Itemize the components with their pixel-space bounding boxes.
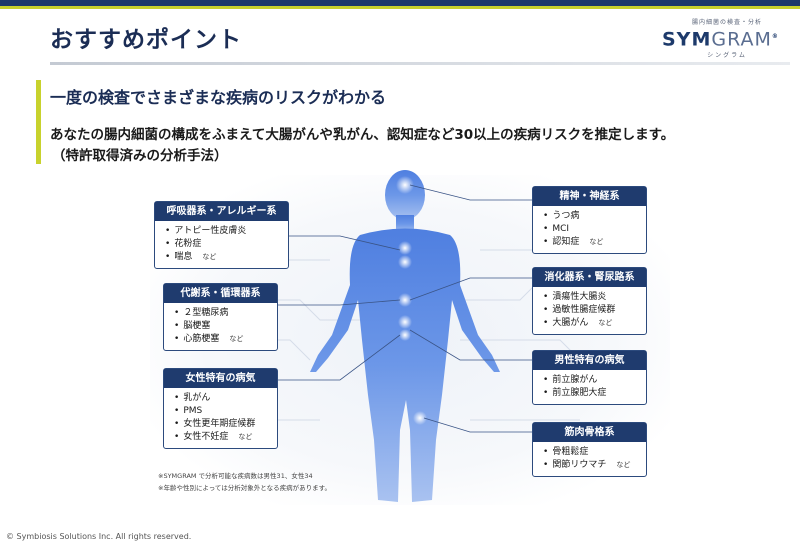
list-item: 女性更年期症候群: [174, 418, 269, 431]
logo-registered: ®: [771, 33, 779, 40]
list-item: MCI: [543, 223, 638, 236]
list-item-text: 女性不妊症: [183, 432, 229, 442]
list-item: 潰瘍性大腸炎: [543, 291, 638, 304]
list-item-text: 大腸がん: [552, 318, 589, 328]
card-metabolic-circulatory: 代謝系・循環器系 ２型糖尿病 脳梗塞 心筋梗塞 など: [163, 283, 278, 351]
list-item: 心筋梗塞 など: [174, 333, 269, 346]
etc-label: など: [589, 238, 604, 246]
list-item-text: 認知症: [552, 237, 580, 247]
section-lead-note: （特許取得済みの分析手法）: [52, 148, 228, 164]
card-male-diseases: 男性特有の病気 前立腺がん 前立腺肥大症: [532, 350, 647, 405]
section-lead: あなたの腸内細菌の構成をふまえて大腸がんや乳がん、認知症など30以上の疾病リスク…: [50, 127, 675, 143]
list-item-text: 喘息: [174, 252, 193, 262]
card-title: 呼吸器系・アレルギー系: [155, 202, 288, 221]
copyright: © Symbiosis Solutions Inc. All rights re…: [6, 532, 192, 541]
etc-label: など: [229, 335, 244, 343]
card-title: 消化器系・腎尿路系: [533, 268, 646, 287]
etc-label: など: [238, 433, 253, 441]
list-item: 前立腺がん: [543, 374, 638, 387]
list-item: 乳がん: [174, 392, 269, 405]
logo-wordmark: SYMGRAM®: [662, 26, 792, 50]
list-item: 喘息 など: [165, 251, 280, 264]
card-musculoskeletal: 筋肉骨格系 骨粗鬆症 関節リウマチ など: [532, 422, 647, 477]
list-item: ２型糖尿病: [174, 307, 269, 320]
list-item: 女性不妊症 など: [174, 431, 269, 444]
card-title: 精神・神経系: [533, 187, 646, 206]
footnote-disease-count: ※SYMGRAM で分析可能な疾病数は男性31、女性34: [158, 472, 313, 480]
body-silhouette: [310, 170, 500, 502]
logo-kana: シングラム: [707, 52, 747, 60]
list-item-text: 心筋梗塞: [183, 334, 220, 344]
list-item: 過敏性腸症候群: [543, 304, 638, 317]
footnote-eligibility: ※年齢や性別によっては分析対象外となる疾病があります。: [158, 484, 331, 492]
symgram-logo: 腸内細菌の検査・分析 SYMGRAM® シングラム: [662, 17, 792, 59]
list-item: 関節リウマチ など: [543, 459, 638, 472]
list-item: PMS: [174, 405, 269, 418]
list-item: 骨粗鬆症: [543, 446, 638, 459]
top-navy-bar: [0, 0, 800, 6]
organ-glow-points: [396, 176, 427, 425]
etc-label: など: [598, 319, 613, 327]
list-item: 認知症 など: [543, 236, 638, 249]
section-subtitle: 一度の検査でさまざまな疾病のリスクがわかる: [50, 88, 387, 107]
section-accent-bar: [36, 80, 41, 164]
list-item: 大腸がん など: [543, 317, 638, 330]
etc-label: など: [616, 461, 631, 469]
page-title: おすすめポイント: [50, 27, 242, 53]
card-title: 代謝系・循環器系: [164, 284, 277, 303]
card-title: 筋肉骨格系: [533, 423, 646, 442]
connector-lines: [278, 184, 532, 433]
card-title: 女性特有の病気: [164, 369, 277, 388]
list-item: アトピー性皮膚炎: [165, 225, 280, 238]
top-accent-bar: [0, 6, 800, 9]
card-respiratory-allergy: 呼吸器系・アレルギー系 アトピー性皮膚炎 花粉症 喘息 など: [154, 201, 289, 269]
card-female-diseases: 女性特有の病気 乳がん PMS 女性更年期症候群 女性不妊症 など: [163, 368, 278, 449]
logo-tagline: 腸内細菌の検査・分析: [691, 19, 762, 26]
etc-label: など: [202, 253, 217, 261]
card-title: 男性特有の病気: [533, 351, 646, 370]
card-neuro-psychiatric: 精神・神経系 うつ病 MCI 認知症 など: [532, 186, 647, 254]
list-item: 前立腺肥大症: [543, 387, 638, 400]
list-item: 花粉症: [165, 238, 280, 251]
list-item: うつ病: [543, 210, 638, 223]
logo-name-light: GRAM: [711, 28, 772, 51]
list-item-text: 関節リウマチ: [552, 460, 607, 470]
title-divider: [50, 62, 790, 65]
logo-name-bold: SYM: [662, 28, 712, 51]
card-digestive-urinary: 消化器系・腎尿路系 潰瘍性大腸炎 過敏性腸症候群 大腸がん など: [532, 267, 647, 335]
list-item: 脳梗塞: [174, 320, 269, 333]
